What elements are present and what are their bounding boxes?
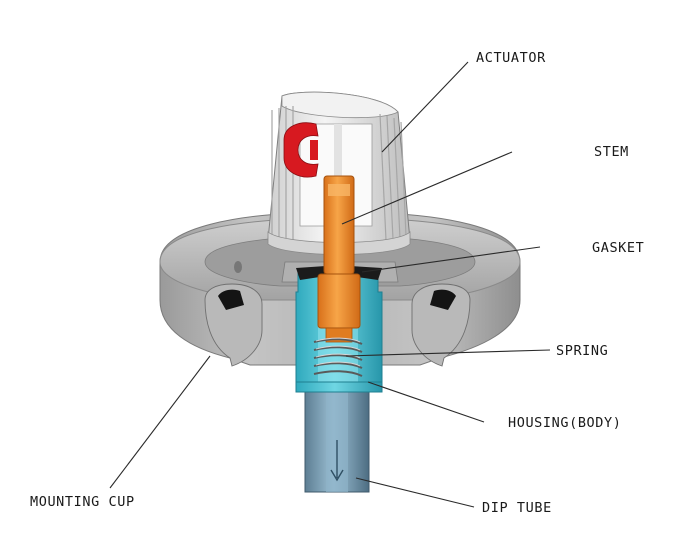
dip-tube-leader bbox=[355, 477, 475, 508]
mounting-cup-label: MOUNTING CUP bbox=[30, 494, 135, 510]
gasket-leader bbox=[361, 246, 541, 273]
housing-leader bbox=[367, 381, 485, 423]
actuator-nozzle-part bbox=[283, 122, 319, 178]
gasket-label: GASKET bbox=[592, 240, 644, 256]
actuator-leader bbox=[381, 61, 469, 153]
actuator-label: ACTUATOR bbox=[476, 50, 546, 66]
housing-label: HOUSING(BODY) bbox=[508, 415, 621, 431]
mounting-cup-leader bbox=[109, 355, 211, 489]
spring-leader bbox=[345, 349, 551, 357]
stem-label: STEM bbox=[594, 144, 629, 160]
spring-part bbox=[313, 338, 363, 377]
dip-tube-part bbox=[304, 381, 370, 493]
stem-part bbox=[317, 175, 361, 343]
dip-tube-label: DIP TUBE bbox=[482, 500, 552, 516]
stem-leader bbox=[341, 151, 513, 225]
spring-label: SPRING bbox=[556, 343, 608, 359]
